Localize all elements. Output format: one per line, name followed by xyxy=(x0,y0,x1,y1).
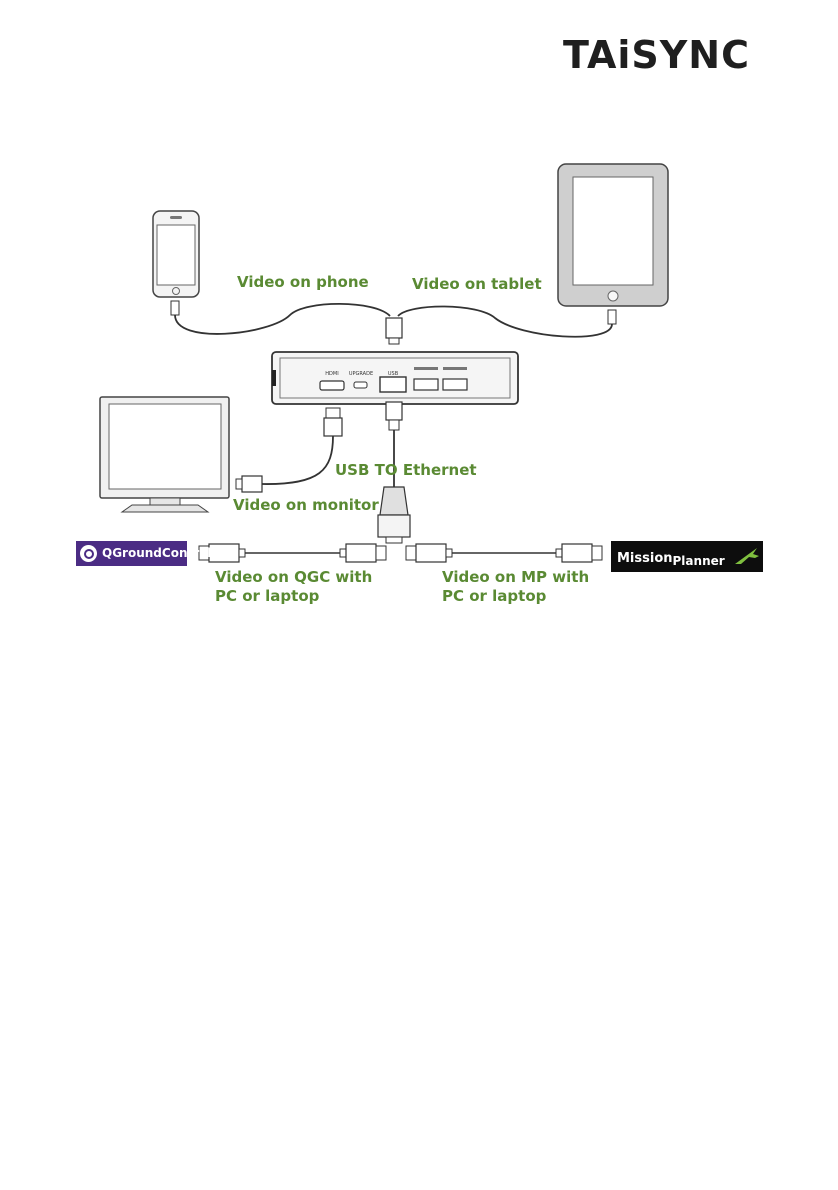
qgc-icon xyxy=(80,545,97,562)
qgc-logo-text: QGroundControl xyxy=(102,546,212,560)
hdmi-cable xyxy=(262,436,333,484)
usb-plug xyxy=(386,402,402,430)
label-video-on-tablet: Video on tablet xyxy=(412,275,542,294)
usb-ethernet-adapter-icon xyxy=(378,487,410,543)
ethernet-cable-mp xyxy=(406,544,602,562)
usb-port xyxy=(380,377,406,392)
label-video-on-qgc-line2: PC or laptop xyxy=(215,587,319,606)
phone-icon xyxy=(153,211,199,315)
upgrade-port-label: UPGRADE xyxy=(349,371,373,377)
label-video-on-monitor: Video on monitor xyxy=(233,496,379,515)
mission-planner-logo: MissionPlanner xyxy=(611,541,763,572)
qgroundcontrol-logo: QGroundControl xyxy=(76,541,187,566)
usb-port-label: USB xyxy=(388,371,399,377)
taisync-ground-unit xyxy=(272,352,518,404)
tablet-cable xyxy=(398,306,612,336)
top-usb-plug xyxy=(386,318,402,344)
tablet-icon xyxy=(558,164,668,324)
monitor-hdmi-plug xyxy=(236,476,262,492)
mp-logo-text-main: Mission xyxy=(617,551,673,566)
label-video-on-qgc-line1: Video on QGC with xyxy=(215,568,372,587)
monitor-icon xyxy=(100,397,229,512)
ethernet-cable-qgc xyxy=(199,544,386,562)
label-video-on-phone: Video on phone xyxy=(237,273,369,292)
hdmi-port-label: HDMI xyxy=(325,371,338,377)
label-video-on-mp-line1: Video on MP with xyxy=(442,568,589,587)
hdmi-port xyxy=(320,381,344,390)
label-usb-to-ethernet: USB TO Ethernet xyxy=(335,461,477,480)
mp-logo-text-sub: Planner xyxy=(673,554,725,568)
phone-cable xyxy=(175,304,390,334)
label-video-on-mp-line2: PC or laptop xyxy=(442,587,546,606)
upgrade-port xyxy=(354,382,367,388)
plane-icon xyxy=(731,542,761,572)
hdmi-plug xyxy=(324,408,342,436)
